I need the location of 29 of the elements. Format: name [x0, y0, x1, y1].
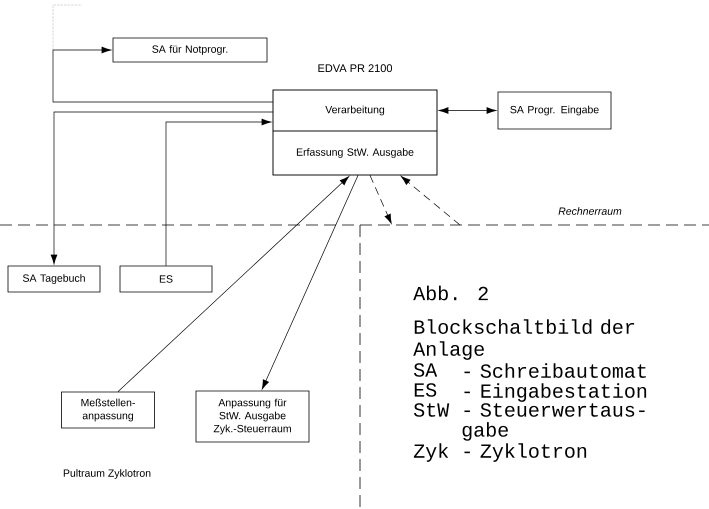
abbreviation: ES [414, 383, 436, 397]
arrow [370, 175, 392, 224]
arrow [52, 46, 273, 102]
arrow [50, 112, 273, 264]
process-box: SA für Notprogr. [112, 38, 268, 62]
node-label: EDVA PR 2100 [318, 64, 392, 72]
abbreviation: StW [414, 403, 450, 417]
process-box: Verarbeitung [272, 90, 438, 132]
abbreviation: SA [414, 363, 438, 377]
process-box: SA Tagebuch [8, 266, 100, 292]
process-box: Anpassung für StW. Ausgabe Zyk.-Steuerraum [196, 390, 310, 442]
figure-caption: Blockschaltbild der Anlage [413, 319, 634, 360]
process-box: Erfassung StW. Ausgabe [272, 130, 438, 176]
abbreviation-meaning: - Eingabestation [464, 383, 646, 402]
process-box: SA Progr. Eingabe [498, 92, 612, 130]
arrow [438, 107, 496, 114]
abbreviation-meaning: - Steuerwertaus- gabe [462, 403, 645, 441]
arrow [400, 176, 460, 226]
arrow [262, 175, 358, 390]
process-box: Meßstellen- anpassung [61, 392, 155, 428]
arrow [166, 118, 272, 266]
room-label: Pultraum Zyklotron [64, 469, 150, 479]
arrow [118, 176, 350, 392]
room-label: Rechnerraum [558, 207, 622, 215]
figure-number: Abb. 2 [413, 286, 488, 300]
abbreviation-meaning: - Zyklotron [464, 443, 586, 462]
abbreviation-meaning: - Schreibautomat [464, 363, 646, 378]
abbreviation: Zyk [414, 443, 448, 462]
process-box: ES [120, 266, 212, 292]
